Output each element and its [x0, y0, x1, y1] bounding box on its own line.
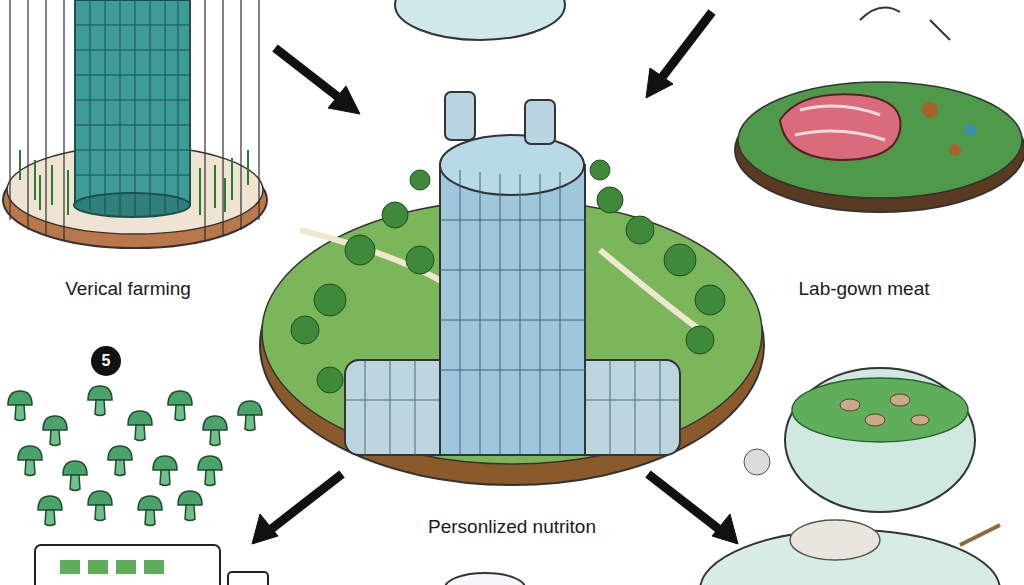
food-plate [700, 449, 1000, 585]
vertical-farm [3, 0, 267, 248]
tablet-screen [60, 560, 164, 574]
bean-bowl [785, 368, 975, 512]
petri-dish [395, 0, 565, 40]
tablet [35, 545, 220, 585]
central-island [260, 92, 764, 485]
insect-sketch [860, 8, 950, 41]
topic-label: Lab-gown meat [799, 278, 930, 301]
meat-disc [735, 82, 1024, 212]
small-bowl [445, 573, 525, 585]
device [228, 572, 268, 585]
mushrooms [8, 386, 262, 526]
topic-label: Personlized nutriton [428, 516, 596, 539]
topic-label: Verical farming [65, 278, 191, 301]
callout-number: 5 [91, 346, 121, 376]
